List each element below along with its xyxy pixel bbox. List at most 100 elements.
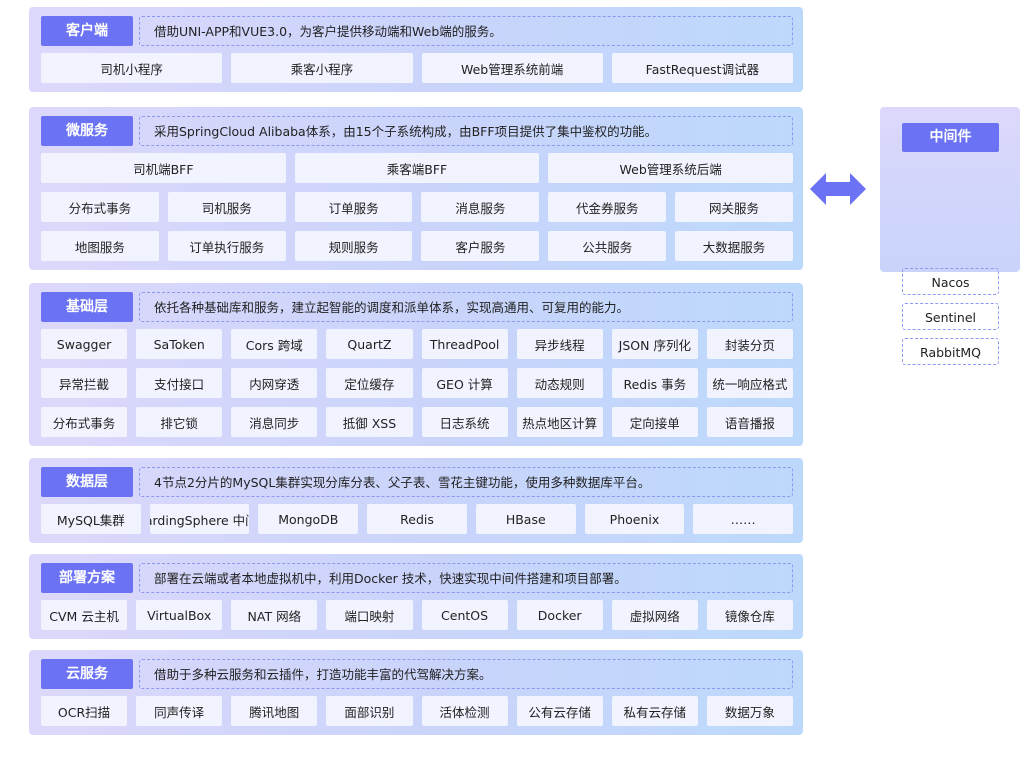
- component-cell: 代金券服务: [548, 192, 667, 222]
- component-cell: 消息服务: [421, 192, 540, 222]
- layer-description: 依托各种基础库和服务，建立起智能的调度和派单体系，实现高通用、可复用的能力。: [139, 292, 793, 322]
- component-cell: ShardingSphere 中间件: [149, 504, 250, 534]
- component-cell: 消息同步: [231, 407, 318, 437]
- component-cell: 乘客小程序: [231, 53, 413, 83]
- component-cell: 分布式事务: [41, 192, 159, 222]
- layer-title: 微服务: [41, 116, 133, 146]
- component-cell: 数据万象: [706, 696, 793, 726]
- layer-description: 借助于多种云服务和云插件，打造功能丰富的代驾解决方案。: [139, 659, 793, 689]
- component-cell: 异常拦截: [41, 368, 128, 398]
- component-cell: 规则服务: [294, 231, 413, 261]
- component-cell: 统一响应格式: [706, 368, 793, 398]
- component-cell: ……: [693, 504, 794, 534]
- component-cell: 司机端BFF: [41, 153, 286, 183]
- component-cell: 私有云存储: [611, 696, 698, 726]
- layer-header: 基础层依托各种基础库和服务，建立起智能的调度和派单体系，实现高通用、可复用的能力…: [41, 291, 793, 323]
- component-cell: CentOS: [421, 600, 508, 630]
- component-cell: MongoDB: [258, 504, 359, 534]
- component-cell: 分布式事务: [41, 407, 128, 437]
- component-cell: 端口映射: [326, 600, 413, 630]
- layer-row: MySQL集群 ShardingSphere 中间件 MongoDB Redis HBa…: [41, 504, 794, 534]
- middleware-item-nacos: Nacos: [902, 268, 999, 295]
- middleware-title: 中间件: [902, 123, 999, 152]
- component-cell: GEO 计算: [421, 368, 508, 398]
- component-cell: 地图服务: [41, 231, 159, 261]
- component-cell: Web管理系统前端: [421, 53, 603, 83]
- layer-row: OCR扫描同声传译腾讯地图面部识别活体检测公有云存储私有云存储数据万象: [41, 696, 793, 726]
- component-cell: 动态规则: [516, 368, 603, 398]
- component-cell: 虚拟网络: [611, 600, 698, 630]
- component-cell: 抵御 XSS: [326, 407, 413, 437]
- layer-title: 基础层: [41, 292, 133, 322]
- component-cell: 排它锁: [136, 407, 223, 437]
- component-cell: Redis 事务: [611, 368, 698, 398]
- layer-header: 客户端借助UNI-APP和VUE3.0，为客户提供移动端和Web端的服务。: [41, 15, 793, 47]
- component-cell: MySQL集群: [41, 504, 141, 534]
- component-cell: VirtualBox: [136, 600, 223, 630]
- layer-description: 部署在云端或者本地虚拟机中，利用Docker 技术，快速实现中间件搭建和项目部署…: [139, 563, 793, 593]
- middleware-panel: 中间件 Nacos Sentinel RabbitMQ: [880, 107, 1020, 365]
- component-cell: 公共服务: [548, 231, 667, 261]
- component-cell: NAT 网络: [231, 600, 318, 630]
- component-cell: 客户服务: [421, 231, 540, 261]
- layer-header: 部署方案部署在云端或者本地虚拟机中，利用Docker 技术，快速实现中间件搭建和…: [41, 562, 793, 594]
- component-cell: 支付接口: [136, 368, 223, 398]
- component-cell: 活体检测: [421, 696, 508, 726]
- layer-description: 采用SpringCloud Alibaba体系，由15个子系统构成，由BFF项目…: [139, 116, 793, 146]
- layer-row: CVM 云主机 VirtualBox NAT 网络端口映射 CentOS Docker 虚…: [41, 600, 793, 630]
- component-cell: CVM 云主机: [41, 600, 128, 630]
- component-cell: SaToken: [136, 329, 223, 359]
- layer-2: 基础层依托各种基础库和服务，建立起智能的调度和派单体系，实现高通用、可复用的能力…: [29, 283, 803, 446]
- component-cell: Phoenix: [584, 504, 685, 534]
- component-cell: 日志系统: [421, 407, 508, 437]
- layer-title: 数据层: [41, 467, 133, 497]
- layer-title: 客户端: [41, 16, 133, 46]
- component-cell: 封装分页: [706, 329, 793, 359]
- component-cell: 乘客端BFF: [294, 153, 540, 183]
- layer-header: 微服务采用SpringCloud Alibaba体系，由15个子系统构成，由BF…: [41, 115, 793, 147]
- layer-1: 微服务采用SpringCloud Alibaba体系，由15个子系统构成，由BF…: [29, 107, 803, 270]
- component-cell: 订单服务: [294, 192, 413, 222]
- layer-row: 分布式事务司机服务订单服务消息服务代金券服务网关服务: [41, 192, 793, 222]
- component-cell: 同声传译: [136, 696, 223, 726]
- component-cell: 镜像仓库: [706, 600, 793, 630]
- component-cell: 司机服务: [167, 192, 286, 222]
- layer-description: 借助UNI-APP和VUE3.0，为客户提供移动端和Web端的服务。: [139, 16, 793, 46]
- layer-header: 云服务借助于多种云服务和云插件，打造功能丰富的代驾解决方案。: [41, 658, 793, 690]
- component-cell: 网关服务: [675, 192, 793, 222]
- component-cell: OCR扫描: [41, 696, 128, 726]
- component-cell: Swagger: [41, 329, 128, 359]
- layer-4: 部署方案部署在云端或者本地虚拟机中，利用Docker 技术，快速实现中间件搭建和…: [29, 554, 803, 639]
- component-cell: 面部识别: [326, 696, 413, 726]
- component-cell: Redis: [367, 504, 467, 534]
- component-cell: 内网穿透: [231, 368, 318, 398]
- component-cell: 腾讯地图: [231, 696, 318, 726]
- double-arrow-icon: [810, 173, 866, 205]
- layer-row: 地图服务订单执行服务规则服务客户服务公共服务大数据服务: [41, 231, 793, 261]
- layer-row: 司机小程序乘客小程序 Web管理系统前端 FastRequest调试器: [41, 53, 793, 83]
- component-cell: JSON 序列化: [611, 329, 698, 359]
- layer-0: 客户端借助UNI-APP和VUE3.0，为客户提供移动端和Web端的服务。司机小…: [29, 7, 803, 92]
- component-cell: Docker: [516, 600, 603, 630]
- component-cell: Cors 跨域: [231, 329, 318, 359]
- component-cell: 订单执行服务: [167, 231, 286, 261]
- component-cell: 公有云存储: [516, 696, 603, 726]
- component-cell: FastRequest调试器: [611, 53, 793, 83]
- component-cell: 语音播报: [706, 407, 793, 437]
- layer-row: Swagger SaToken Cors 跨域 QuartZ ThreadPool 异步线…: [41, 329, 793, 359]
- layer-description: 4节点2分片的MySQL集群实现分库分表、父子表、雪花主键功能，使用多种数据库平…: [139, 467, 793, 497]
- component-cell: 热点地区计算: [516, 407, 603, 437]
- component-cell: HBase: [475, 504, 576, 534]
- component-cell: ThreadPool: [421, 329, 508, 359]
- layer-title: 部署方案: [41, 563, 133, 593]
- component-cell: 大数据服务: [675, 231, 793, 261]
- layer-5: 云服务借助于多种云服务和云插件，打造功能丰富的代驾解决方案。 OCR扫描同声传译腾…: [29, 650, 803, 735]
- component-cell: QuartZ: [326, 329, 413, 359]
- component-cell: 异步线程: [516, 329, 603, 359]
- component-cell: 司机小程序: [41, 53, 223, 83]
